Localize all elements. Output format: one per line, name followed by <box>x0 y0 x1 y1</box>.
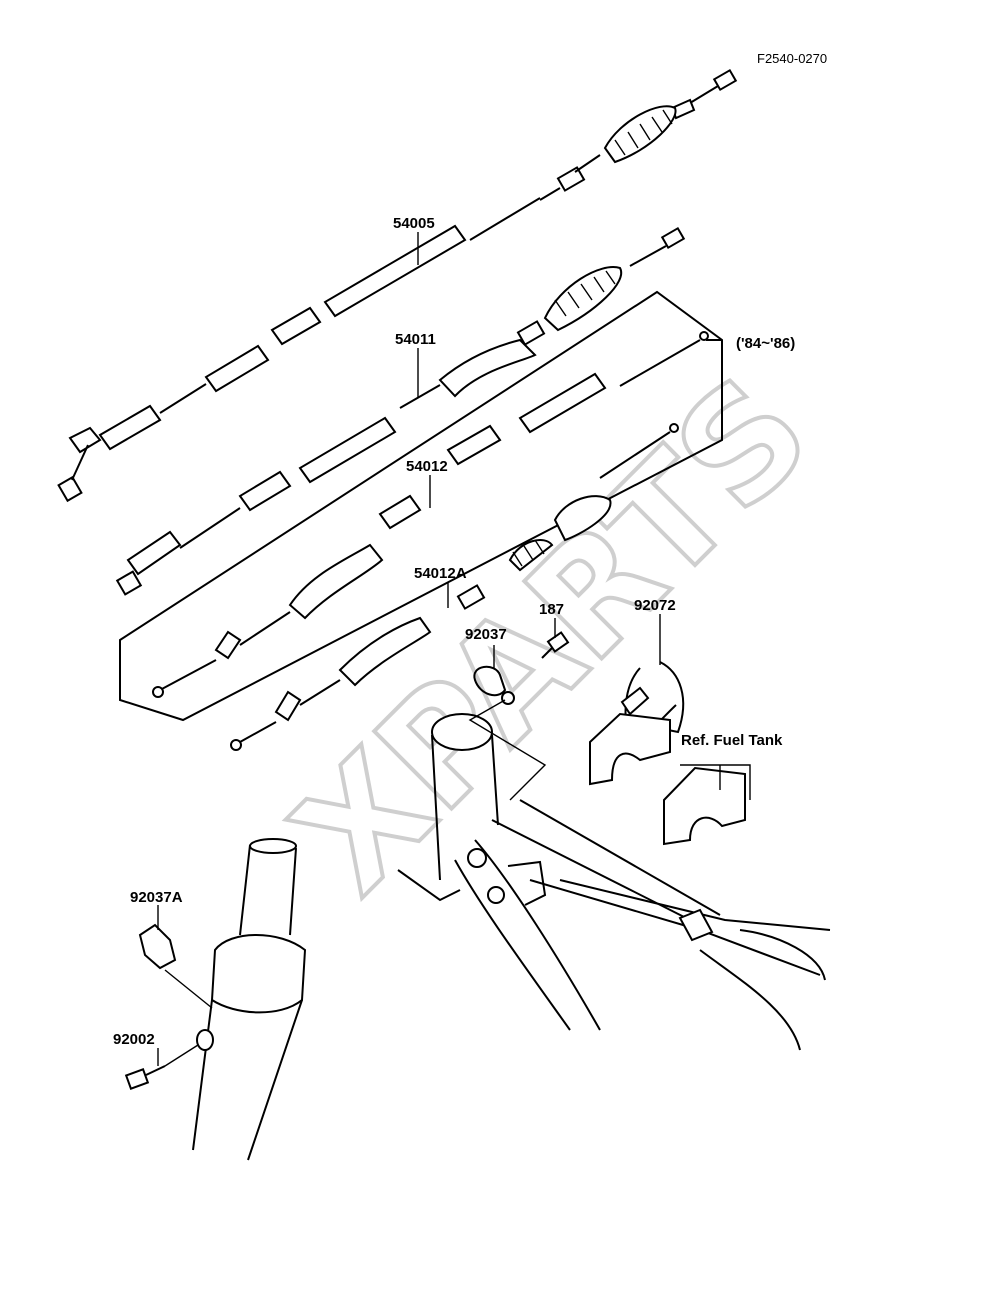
leader-lines <box>157 232 751 1067</box>
motorcycle-frame <box>397 713 831 1051</box>
fuel-tank-ref-label: Ref. Fuel Tank <box>681 732 783 749</box>
year-range-label: ('84~'86) <box>736 335 795 352</box>
callout-92072: 92072 <box>634 597 676 614</box>
callout-92002: 92002 <box>113 1031 155 1048</box>
cable-54012[interactable] <box>152 331 709 698</box>
watermark: XPARTS <box>262 345 843 926</box>
callout-54012a: 54012A <box>414 565 467 582</box>
cable-54005[interactable] <box>57 68 738 503</box>
callout-54012: 54012 <box>406 458 448 475</box>
callout-54005: 54005 <box>393 215 435 232</box>
cable-54011[interactable] <box>115 226 686 596</box>
fuel-tank-damper-left <box>589 712 671 786</box>
fuel-tank-damper-right <box>663 766 746 846</box>
front-fork <box>192 838 307 1161</box>
clamp-92037a[interactable] <box>138 923 177 970</box>
year-range-box <box>119 290 723 722</box>
clip-92037[interactable] <box>473 665 515 705</box>
callout-92037a: 92037A <box>130 889 183 906</box>
bolt-92002[interactable] <box>124 1065 166 1090</box>
callout-92037: 92037 <box>465 626 507 643</box>
figure-ref: F2540-0270 <box>757 51 827 66</box>
callout-54011: 54011 <box>395 331 436 348</box>
cable-54012a[interactable] <box>230 423 679 751</box>
callout-187: 187 <box>539 601 564 618</box>
